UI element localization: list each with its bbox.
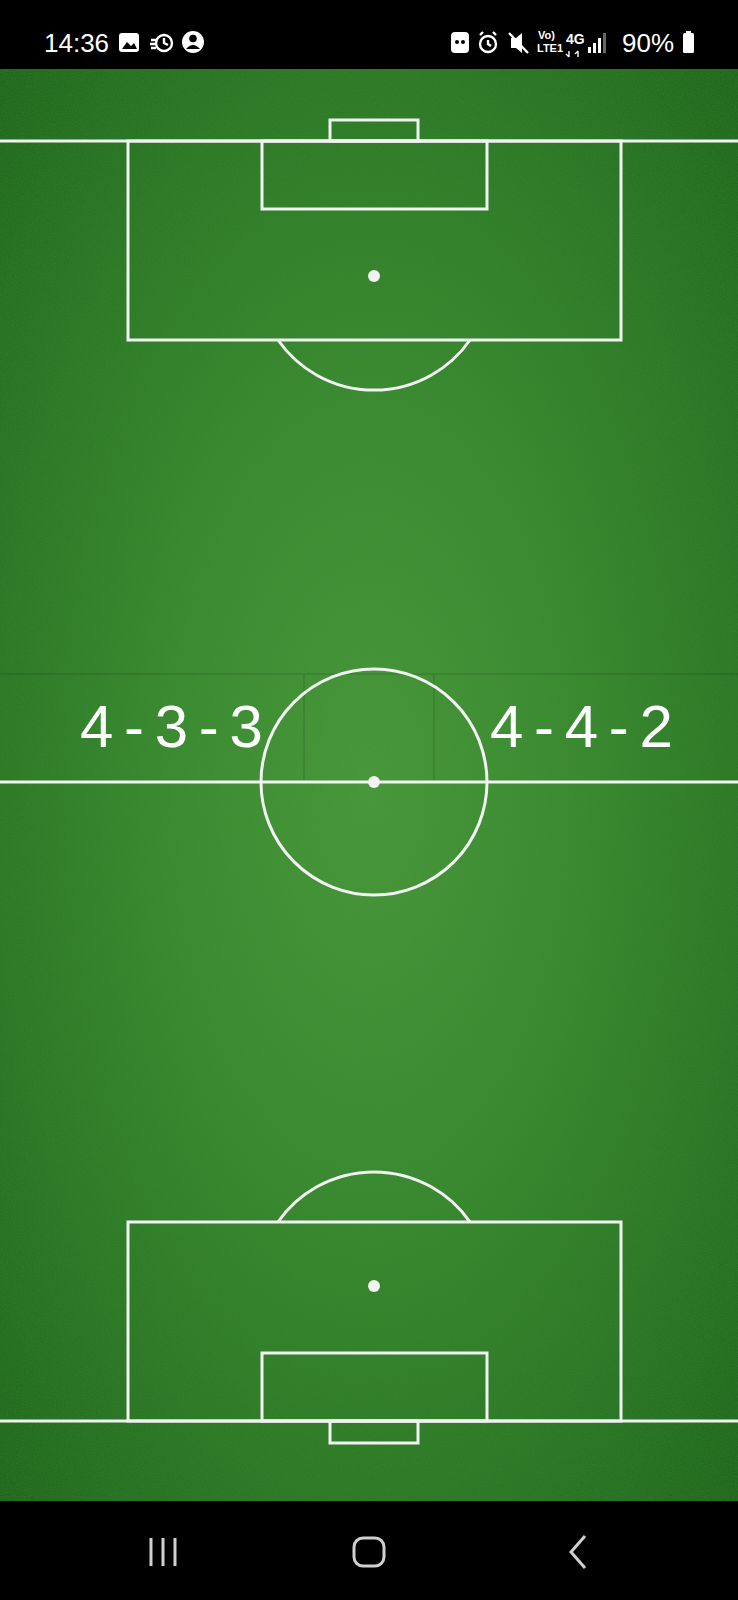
grass-texture	[0, 69, 738, 1501]
volte-text: Vo)	[538, 30, 555, 41]
nav-icons	[151, 1536, 585, 1568]
formation-label: 4 - 4 - 2	[490, 697, 673, 757]
navigation-bar	[0, 1501, 738, 1600]
status-icons	[119, 31, 694, 57]
lte-text: LTE1	[537, 43, 563, 54]
network-text: 4G	[566, 32, 585, 46]
pitch-spots	[368, 270, 380, 1292]
formation-label: 4 - 3 - 3	[80, 697, 263, 757]
faint-grid	[0, 674, 738, 782]
clock-text: 14:36	[44, 30, 109, 56]
pitch-lines	[0, 120, 738, 1443]
battery-text: 90%	[622, 30, 674, 56]
